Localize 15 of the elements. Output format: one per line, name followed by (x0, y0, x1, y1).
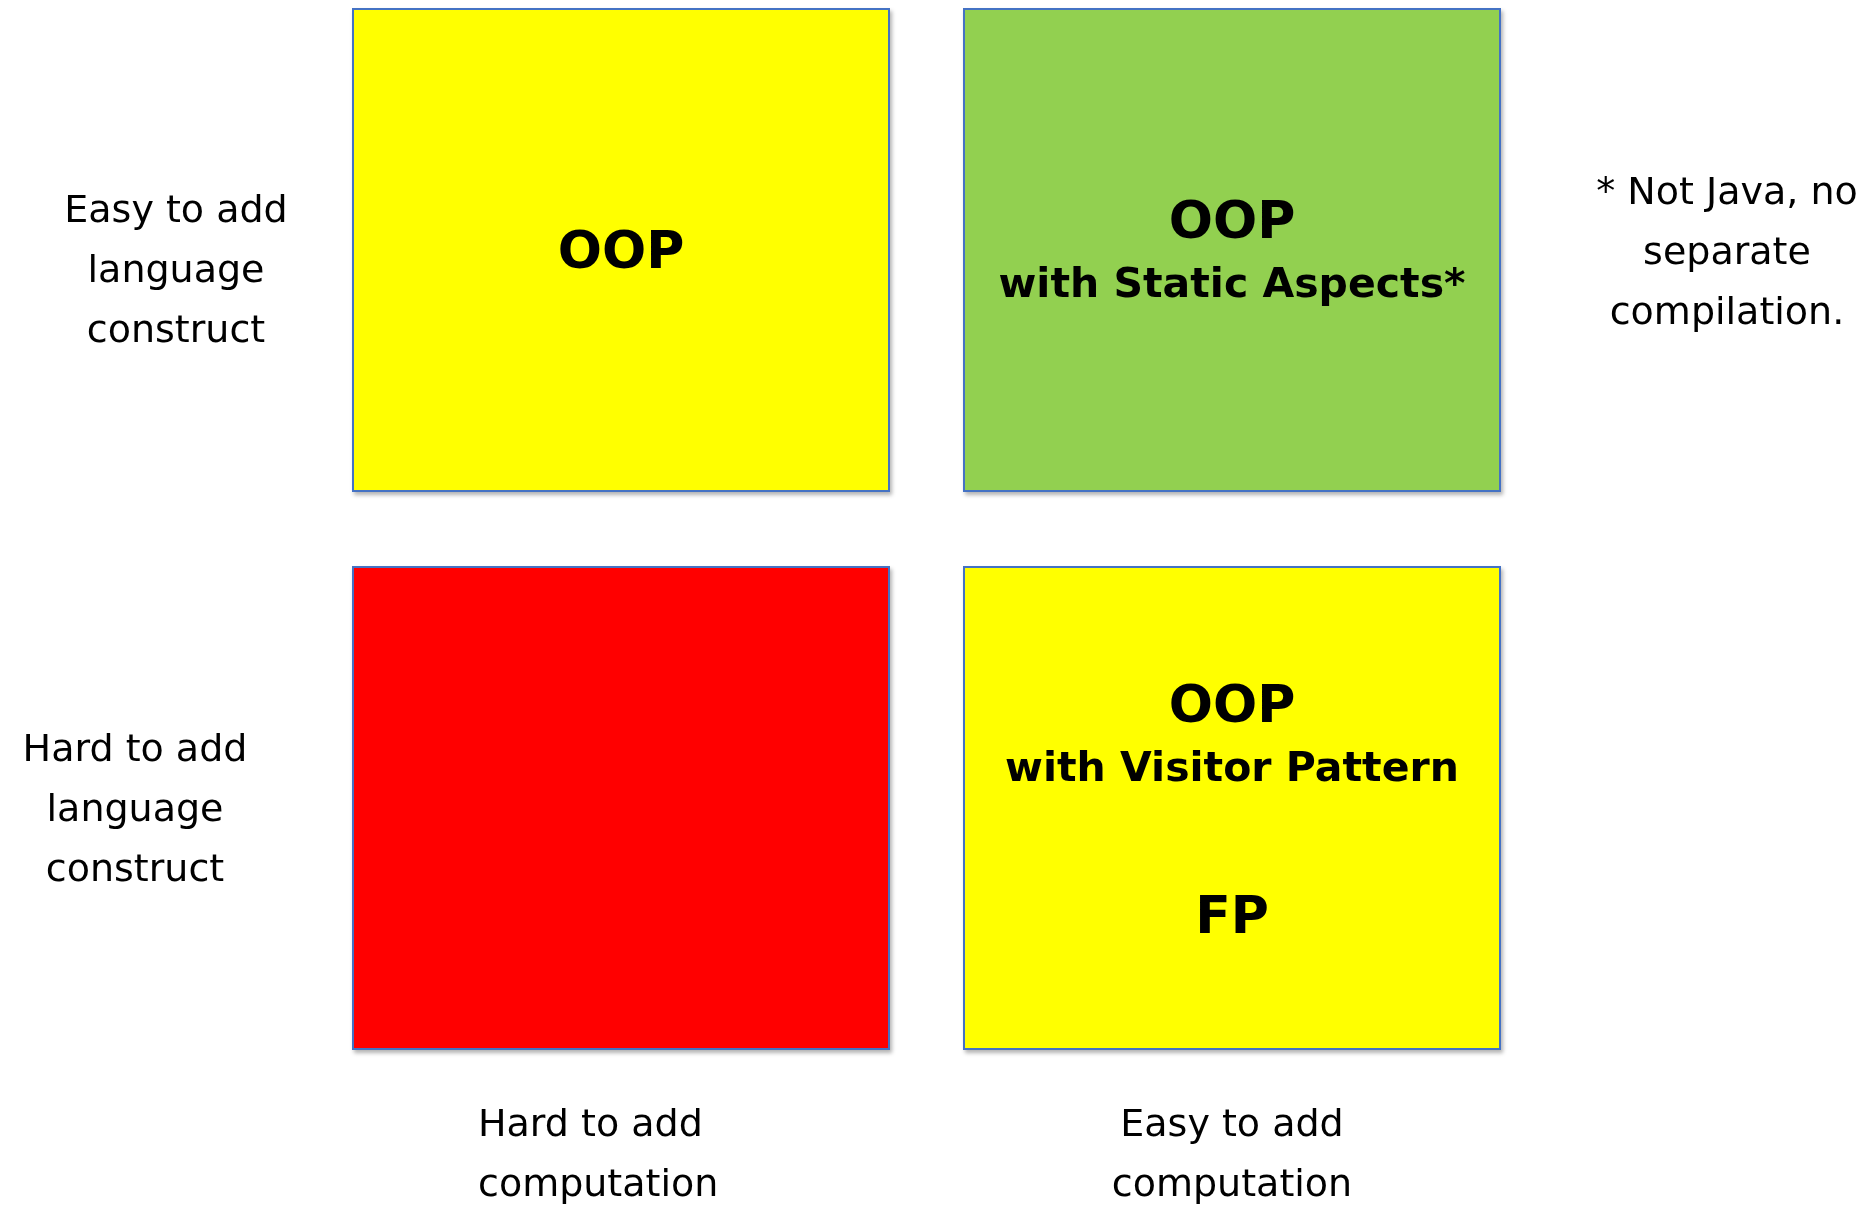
quadrant-box (963, 8, 1501, 492)
axis-label: Hard to add computation (478, 1100, 720, 1207)
quadrant-box (963, 566, 1501, 1050)
footnote: * Not Java, no separate compilation. (1596, 168, 1858, 335)
box-heading: OOP (557, 219, 685, 282)
box-heading: OOP (1168, 673, 1296, 736)
box-heading: OOP (1168, 189, 1296, 252)
axis-label: Easy to add language construct (63, 186, 289, 353)
box-text: with Static Aspects* (998, 258, 1466, 309)
box-text: FP (1195, 885, 1269, 945)
axis-label: Easy to add computation (1110, 1100, 1354, 1207)
empty-box (352, 566, 890, 1050)
box-text: with Visitor Pattern (1005, 742, 1459, 793)
axis-label: Hard to add language construct (21, 725, 249, 892)
quadrant-box (352, 8, 890, 492)
